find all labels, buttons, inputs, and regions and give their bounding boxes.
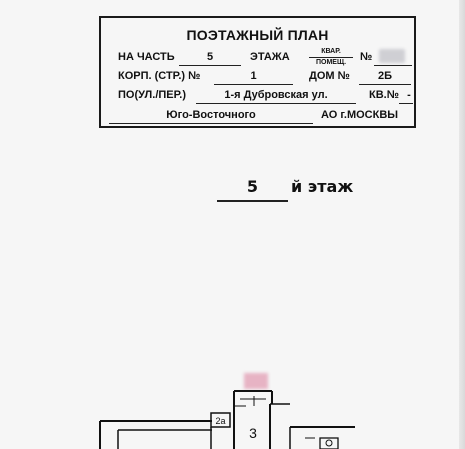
fixture-box <box>319 437 339 449</box>
part-label: НА ЧАСТЬ <box>118 51 175 63</box>
number-label: № <box>360 51 373 63</box>
building-value: 1 <box>250 70 257 82</box>
street-underline <box>196 103 356 104</box>
building-underline <box>214 84 293 85</box>
fraction-bar <box>309 57 353 58</box>
house-value: 2Б <box>377 70 393 82</box>
fixture-circle <box>325 439 333 447</box>
building-label: КОРП. (СТР.) № <box>118 70 201 82</box>
stamp-title: ПОЭТАЖНЫЙ ПЛАН <box>186 27 329 43</box>
house-label: ДОМ № <box>309 70 350 82</box>
number-underline <box>374 65 412 66</box>
part-value: 5 <box>206 51 214 63</box>
flat-underline <box>399 103 413 104</box>
room-2a-box <box>210 412 231 428</box>
city-text: АО г.МОСКВЫ <box>321 109 399 121</box>
flat-label: КВ.№ <box>369 89 399 101</box>
room-2a-label: 2а <box>215 416 225 426</box>
house-underline <box>359 84 411 85</box>
floor-plan-stamp: ПОЭТАЖНЫЙ ПЛАН НА ЧАСТЬ 5 ЭТАЖА КВАР. ПО… <box>99 16 416 128</box>
fraction-top: КВАР. <box>321 48 341 55</box>
floor-label-text: й этаж <box>291 177 354 196</box>
floor-plan-walls <box>99 390 355 449</box>
district-underline <box>109 123 313 124</box>
flat-value: - <box>407 89 411 101</box>
page-edge <box>459 0 465 449</box>
floor-number: 5 <box>246 177 259 196</box>
street-label: ПО(УЛ./ПЕР.) <box>118 89 187 101</box>
part-underline <box>179 65 241 66</box>
redacted-number <box>379 49 405 63</box>
fraction-bottom: ПОМЕЩ. <box>315 59 347 66</box>
floor-plan-rooms: 2а 3 <box>215 416 257 441</box>
pink-marker <box>244 373 268 389</box>
floor-number-underline <box>217 200 288 202</box>
floor-label: ЭТАЖА <box>250 51 290 63</box>
room-3-label: 3 <box>249 425 257 441</box>
street-value: 1-я Дубровская ул. <box>224 89 328 101</box>
district-value: Юго-Восточного <box>166 109 256 121</box>
